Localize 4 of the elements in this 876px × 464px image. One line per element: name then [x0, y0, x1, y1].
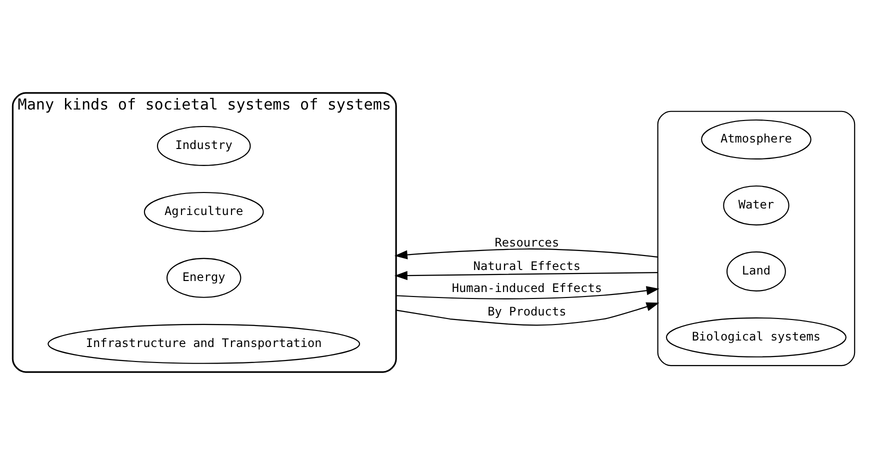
edge-label: Resources — [494, 234, 560, 249]
edge-label: Human-induced Effects — [452, 280, 602, 294]
edge-label: Natural Effects — [473, 258, 581, 273]
edge-label: By Products — [488, 304, 566, 318]
